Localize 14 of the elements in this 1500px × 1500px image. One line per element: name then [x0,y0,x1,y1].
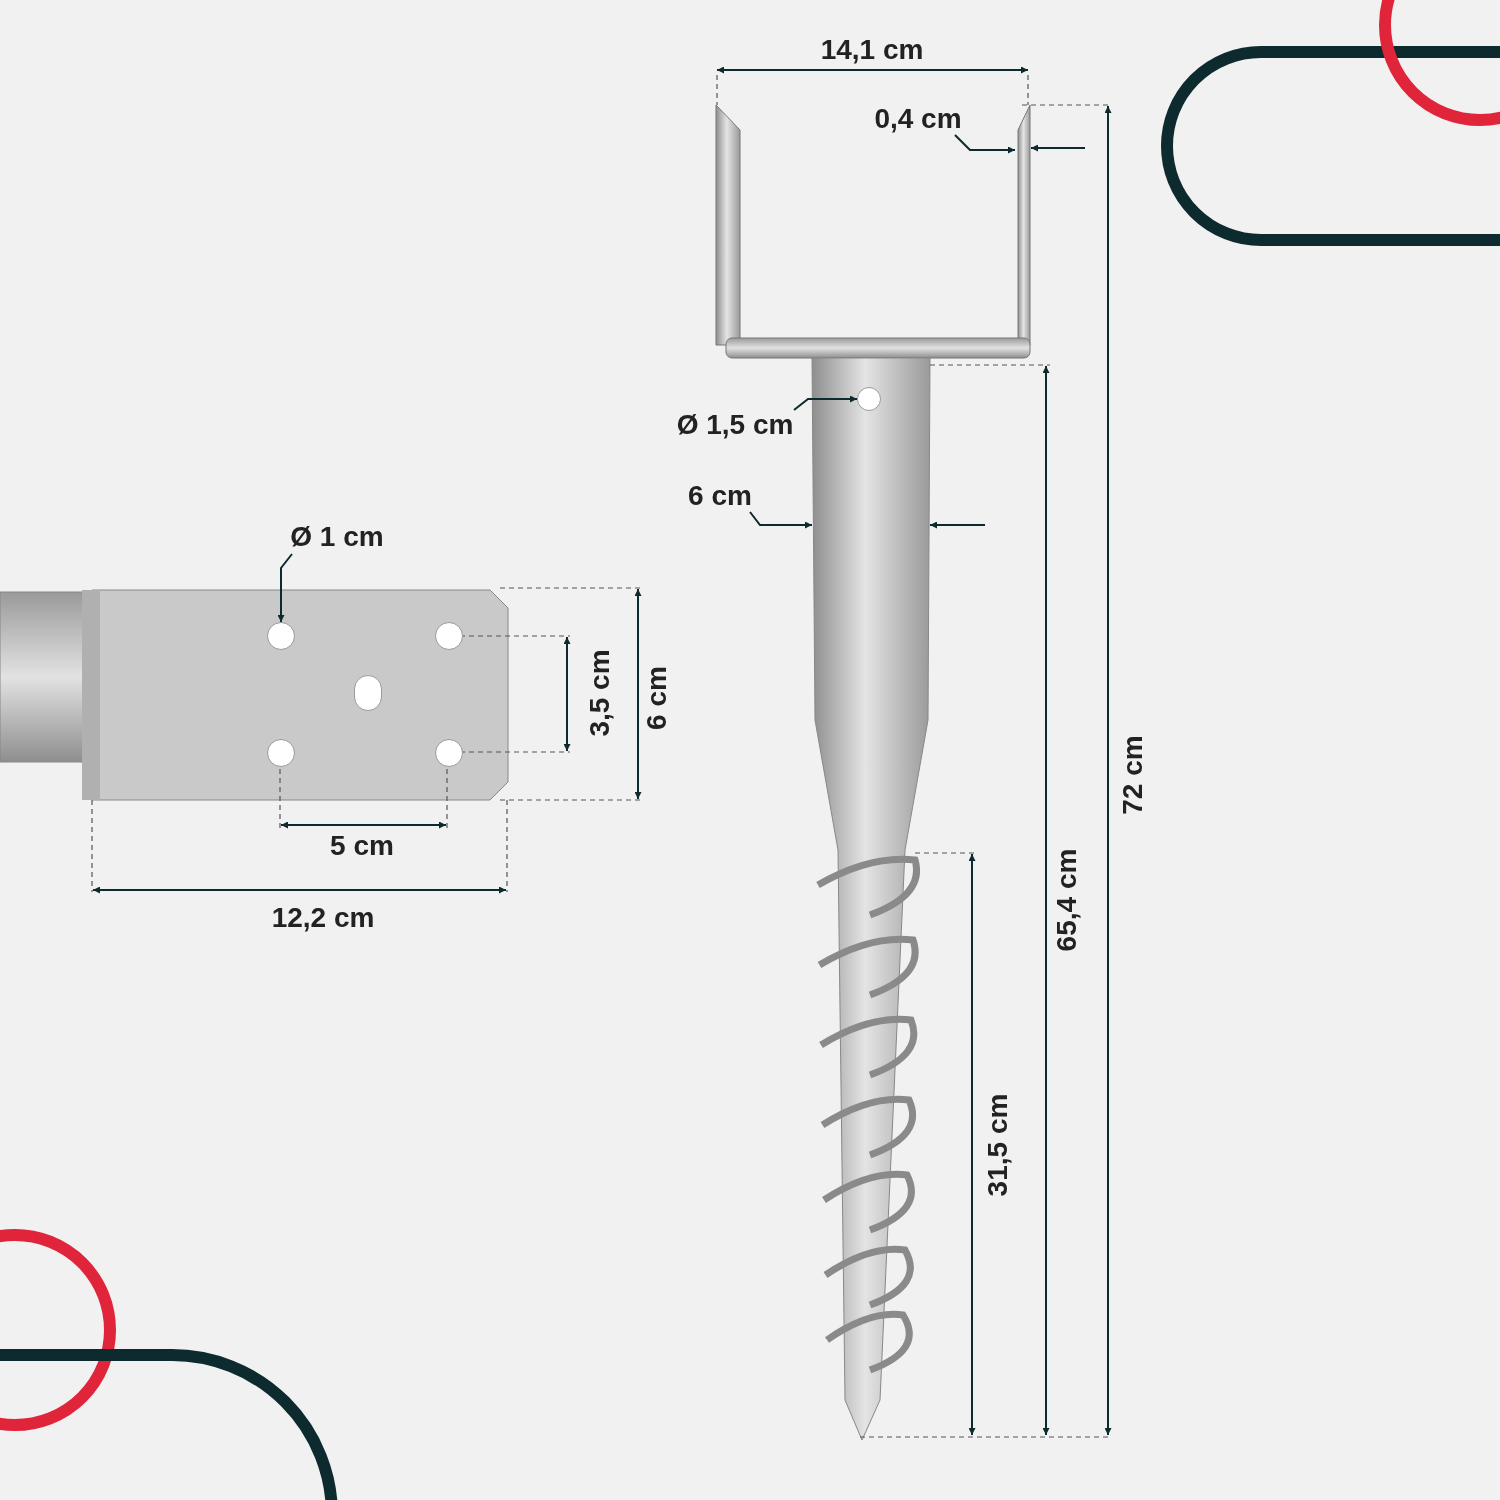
dimension-label: 72 cm [1119,735,1147,815]
dimension-label: 6 cm [643,666,671,730]
dimension-label: 0,4 cm [874,105,962,133]
dimension-label: Ø 1,5 cm [672,408,798,442]
dimension-label: 31,5 cm [984,1093,1012,1197]
leader-line [277,553,293,623]
dimension-label: 3,5 cm [586,649,614,737]
dimension-label: 5 cm [330,832,394,860]
dimension-label: Ø 1 cm [286,520,388,554]
dimension-label: 14,1 cm [820,36,924,64]
dimension-label: 12,2 cm [271,904,375,932]
dimension-label: 6 cm [688,482,752,510]
leader-line [793,395,858,411]
dimension-label: 65,4 cm [1053,848,1081,952]
